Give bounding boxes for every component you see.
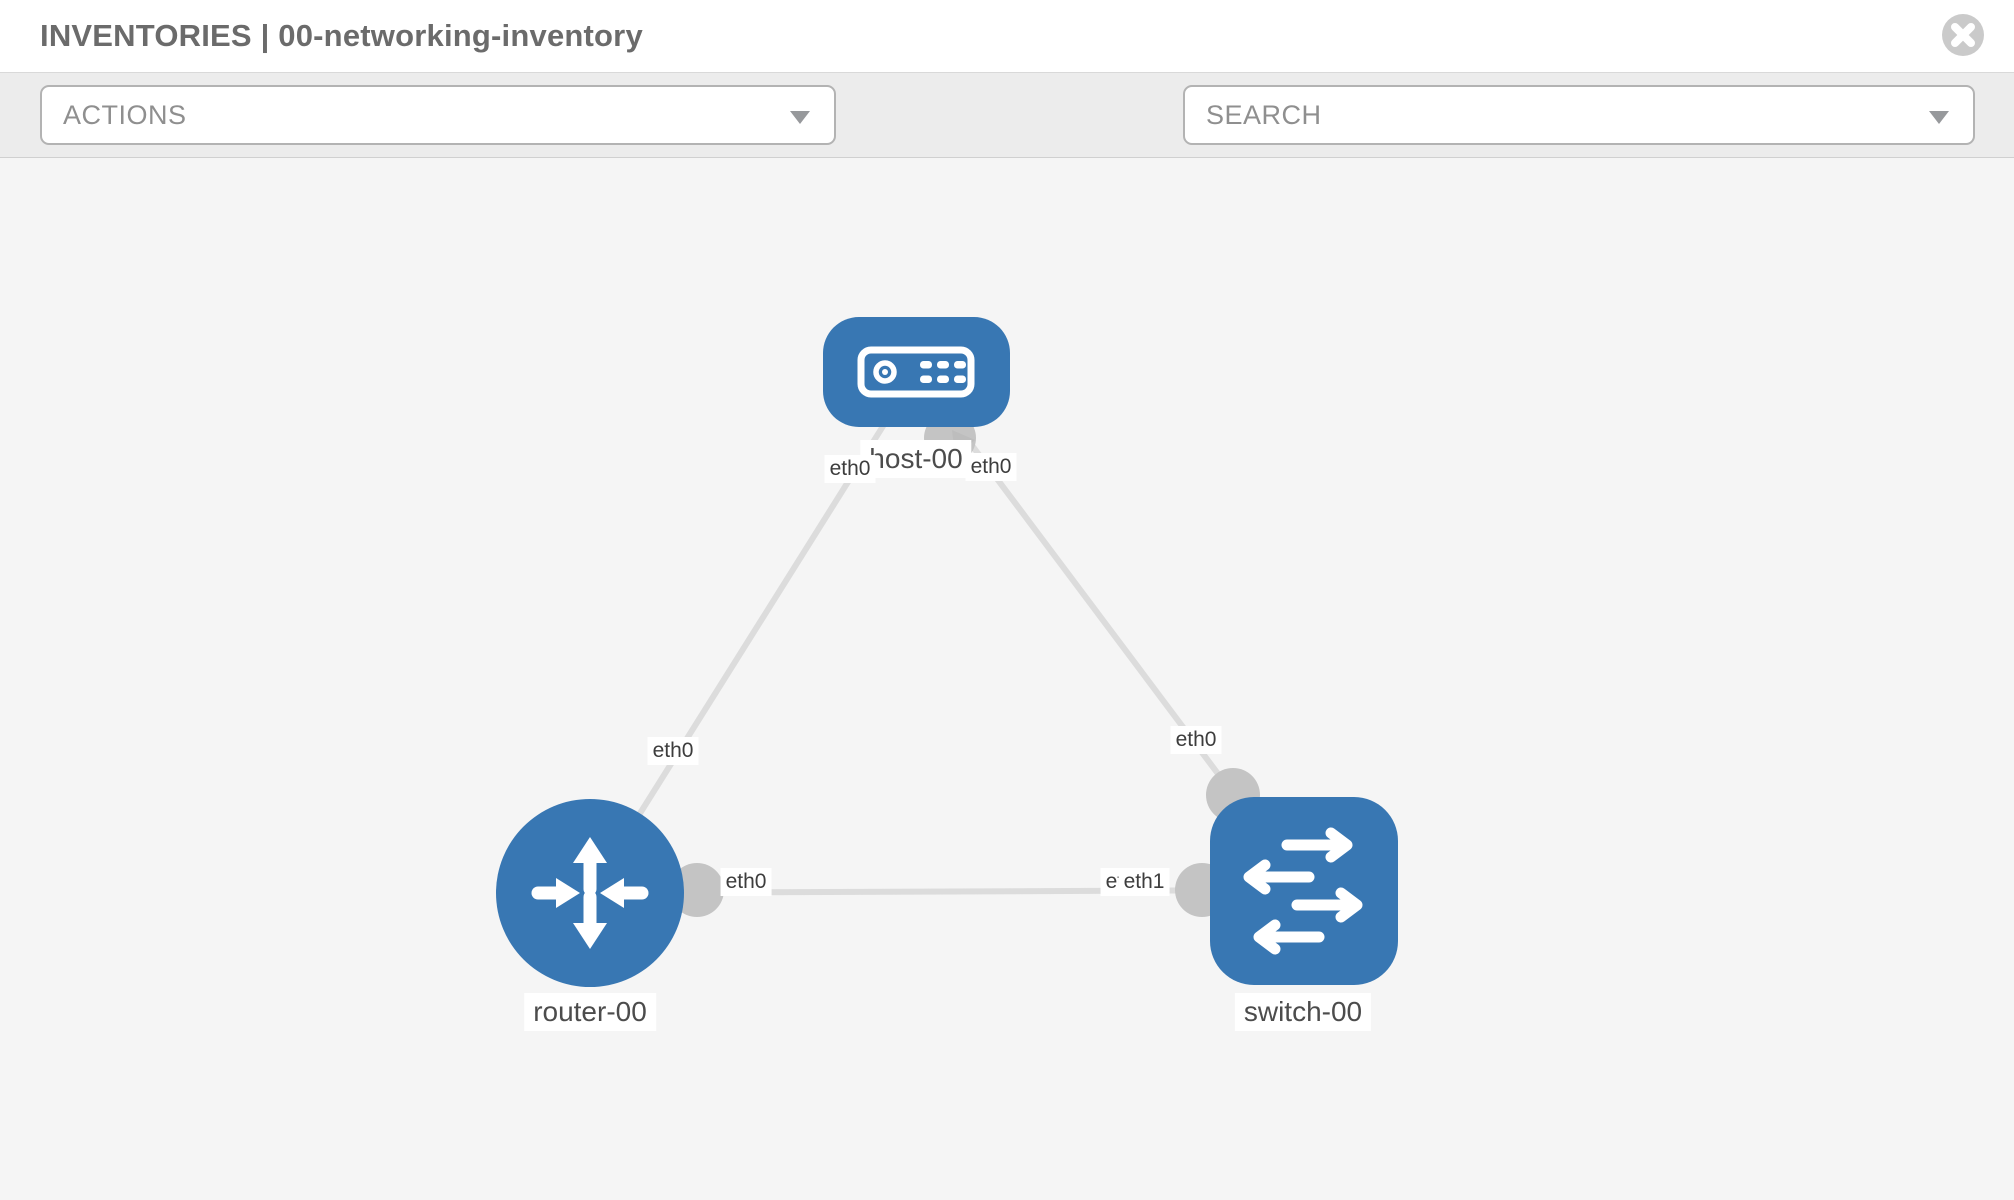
- toolbar: ACTIONS SEARCH: [0, 72, 2014, 211]
- node-switch[interactable]: [1210, 797, 1398, 985]
- page-header: INVENTORIES | 00-networking-inventory: [0, 0, 2014, 72]
- close-icon: [1942, 14, 1984, 56]
- close-button[interactable]: [1942, 14, 1984, 56]
- node-label-host: host-00: [860, 440, 972, 478]
- search-dropdown[interactable]: SEARCH: [1183, 85, 1975, 145]
- actions-dropdown-label: ACTIONS: [63, 99, 187, 130]
- switch-icon: [1243, 827, 1363, 955]
- interface-label: eth0: [824, 455, 876, 483]
- node-host[interactable]: [823, 317, 1010, 427]
- page-title: INVENTORIES | 00-networking-inventory: [40, 18, 643, 53]
- search-dropdown-label: SEARCH: [1206, 99, 1322, 130]
- node-label-router: router-00: [524, 993, 656, 1031]
- port-router-eth0: [670, 863, 724, 917]
- node-router[interactable]: [496, 799, 684, 987]
- topology-canvas[interactable]: host-00 router-00 switch-00 eth0 eth0 et…: [0, 158, 2014, 1200]
- interface-label: eth0: [1170, 726, 1222, 754]
- caret-down-icon: [1929, 111, 1949, 124]
- caret-down-icon: [790, 111, 810, 124]
- interface-label: eth0: [965, 453, 1017, 481]
- interface-label: eth0: [647, 737, 699, 765]
- interface-label: eth0: [720, 868, 772, 896]
- interface-label: eth1: [1118, 868, 1170, 896]
- router-icon: [531, 837, 649, 949]
- node-label-switch: switch-00: [1234, 993, 1372, 1031]
- actions-dropdown[interactable]: ACTIONS: [40, 85, 836, 145]
- host-icon: [857, 346, 975, 398]
